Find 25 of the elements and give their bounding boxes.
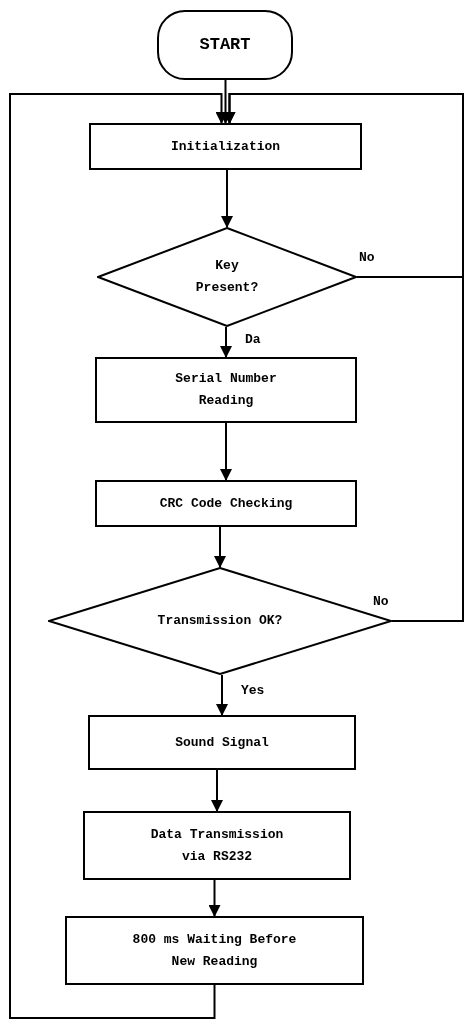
node-label: Sound Signal [175,733,269,752]
node-label: CRC Code Checking [159,494,293,513]
node-label: Data Transmission via RS232 [149,825,285,866]
process-box [89,123,362,170]
decision-diamond [97,227,357,327]
node-label: Key Present? [194,257,260,297]
arrow [214,526,226,568]
process-box [83,811,351,880]
node-label: Initialization [170,137,281,156]
process-box [95,480,357,527]
node-label: START [199,34,251,56]
node-label: Serial Number Reading [174,370,278,410]
arrow [216,674,228,716]
terminal-box [157,10,293,80]
node-label: Transmission OK? [157,612,283,630]
process-box [88,715,356,770]
process-box [95,357,357,423]
arrow [220,422,232,481]
node-label: 800 ms Waiting Before New Reading [131,930,298,971]
arrow [221,169,233,228]
arrow [211,769,223,812]
arrow [208,879,221,917]
decision-diamond [48,567,392,675]
process-box [65,916,364,985]
arrow [220,326,232,358]
